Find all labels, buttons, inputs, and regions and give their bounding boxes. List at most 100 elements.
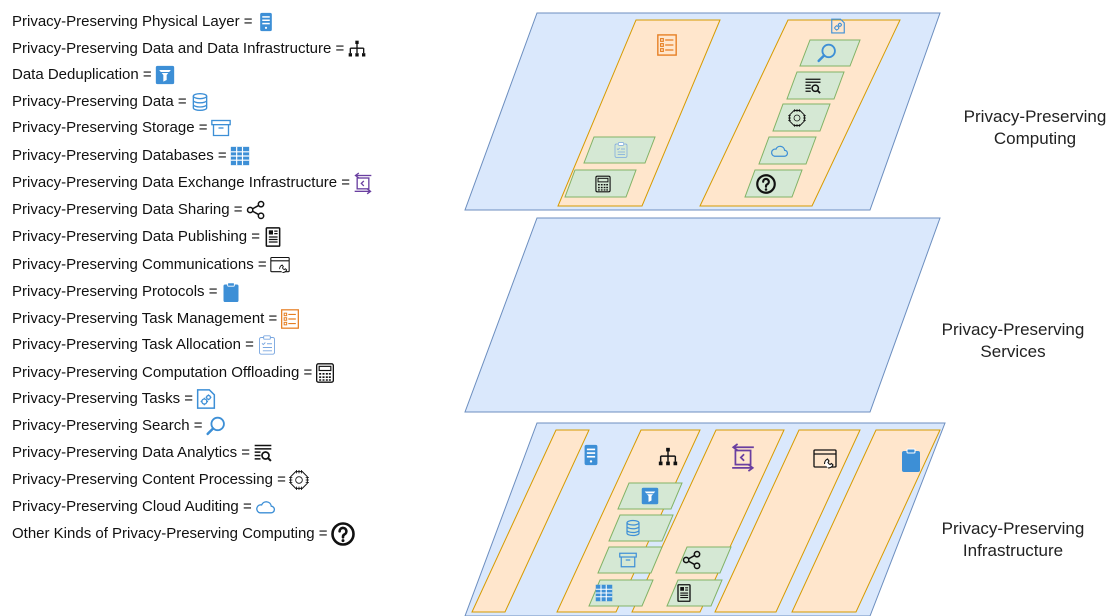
box-data-publishing [666,579,723,607]
box-data-sharing [675,546,732,574]
legend-item-label: Privacy-Preserving Data = [12,93,187,111]
layer-label-infrastructure-line2: Infrastructure [962,541,1064,560]
legend-item: Privacy-Preserving Communications = [12,252,290,278]
column-infrastructure-4 [714,429,861,613]
column-infrastructure-1 [471,429,590,613]
legend-item-label: Privacy-Preserving Computation Offloadin… [12,364,313,382]
chip-icon [288,470,309,491]
chip-icon [788,109,806,127]
legend-item-label: Privacy-Preserving Protocols = [12,283,218,301]
database-icon [190,92,210,112]
box-cloud-auditing [758,136,817,165]
legend-item: Privacy-Preserving Physical Layer = [12,9,276,35]
share-icon [682,550,701,570]
layer-plane-services [464,217,941,413]
question-icon [330,522,355,546]
question-icon [756,174,776,194]
legend-item: Data Deduplication = [12,62,175,88]
box-content-processing [772,103,831,132]
layer-diagram [464,12,946,616]
hierarchy-icon [658,447,678,466]
legend-item: Privacy-Preserving Data Exchange Infrast… [12,170,373,196]
funnel-icon [155,65,175,85]
exchange-icon [731,443,755,472]
legend-item-label: Privacy-Preserving Data Publishing = [12,228,261,246]
communication-icon [813,449,837,469]
box-computation-offloading [564,169,637,198]
task-list-icon [657,34,677,56]
document-icon [263,227,283,247]
communication-icon [269,255,290,275]
legend-item-label: Privacy-Preserving Data Sharing = [12,201,243,219]
legend-item: Privacy-Preserving Tasks = [12,386,216,412]
cloud-icon [771,145,789,157]
legend-item-label: Privacy-Preserving Task Management = [12,310,278,328]
legend-item-label: Privacy-Preserving Communications = [12,256,267,274]
box-search [799,39,861,67]
search-icon [817,43,836,63]
task-list-icon [280,309,300,329]
layer-label-infrastructure: Privacy-Preserving Infrastructure [928,518,1098,562]
server-icon [584,444,598,466]
calculator-icon [595,175,611,193]
search-icon [205,416,226,436]
clipboard-outline-icon [614,142,628,158]
layer-label-services-line2: Services [980,342,1046,361]
server-icon [256,12,276,32]
clipboard-outline-icon [257,335,277,355]
legend-item: Privacy-Preserving Task Allocation = [12,332,277,358]
legend-item: Privacy-Preserving Cloud Auditing = [12,494,275,520]
calculator-icon [315,363,335,383]
legend-item-label: Privacy-Preserving Search = [12,417,203,435]
legend-item-label: Privacy-Preserving Physical Layer = [12,13,253,31]
box-other-computing [744,169,803,198]
layer-label-services: Privacy-Preserving Services [928,319,1098,363]
legend-item: Privacy-Preserving Data Publishing = [12,224,283,250]
archive-icon [210,118,231,138]
gears-icon [196,389,216,409]
layer-label-infrastructure-line1: Privacy-Preserving [941,519,1085,538]
table-grid-icon [595,584,613,602]
legend-item-label: Privacy-Preserving Data Exchange Infrast… [12,174,351,192]
legend-item: Privacy-Preserving Data and Data Infrast… [12,36,367,62]
box-data [608,514,674,542]
archive-icon [619,552,637,568]
legend-item-label: Privacy-Preserving Data and Data Infrast… [12,40,345,58]
legend-item: Privacy-Preserving Storage = [12,115,231,141]
document-icon [677,584,691,602]
legend-item-label: Privacy-Preserving Data Analytics = [12,444,251,462]
legend-item: Privacy-Preserving Data = [12,89,210,115]
legend-item-label: Privacy-Preserving Storage = [12,119,208,137]
legend-item: Privacy-Preserving Databases = [12,143,250,169]
layer-label-computing-line1: Privacy-Preserving [963,107,1107,126]
layer-label-services-line1: Privacy-Preserving [941,320,1085,339]
exchange-icon [353,172,373,195]
legend-item: Privacy-Preserving Computation Offloadin… [12,360,335,386]
clipboard-icon [221,282,241,303]
database-icon [626,519,640,537]
legend-item-label: Privacy-Preserving Tasks = [12,390,194,408]
legend-item: Privacy-Preserving Protocols = [12,279,241,305]
legend-item-label: Privacy-Preserving Task Allocation = [12,336,254,354]
share-icon [246,200,266,220]
legend-item-label: Privacy-Preserving Databases = [12,147,227,165]
hierarchy-icon [347,39,367,59]
layer-label-computing-line2: Computing [993,129,1077,148]
legend-item-label: Privacy-Preserving Content Processing = [12,471,286,489]
legend-item: Privacy-Preserving Data Sharing = [12,197,266,223]
clipboard-icon [902,448,920,472]
legend-item-label: Other Kinds of Privacy-Preserving Comput… [12,525,328,543]
legend-item: Privacy-Preserving Data Analytics = [12,440,273,466]
legend-item: Privacy-Preserving Task Management = [12,306,300,332]
legend: Privacy-Preserving Physical Layer = Priva… [0,0,440,616]
layer-label-computing: Privacy-Preserving Computing [950,106,1115,150]
legend-item-label: Privacy-Preserving Cloud Auditing = [12,498,252,516]
legend-item-label: Data Deduplication = [12,66,152,84]
legend-item: Privacy-Preserving Search = [12,413,226,439]
analytics-icon [805,78,821,94]
table-grid-icon [230,146,250,166]
funnel-icon [641,487,659,505]
cloud-icon [255,497,275,517]
box-task-allocation [583,136,656,164]
column-infrastructure-5 [791,429,941,613]
